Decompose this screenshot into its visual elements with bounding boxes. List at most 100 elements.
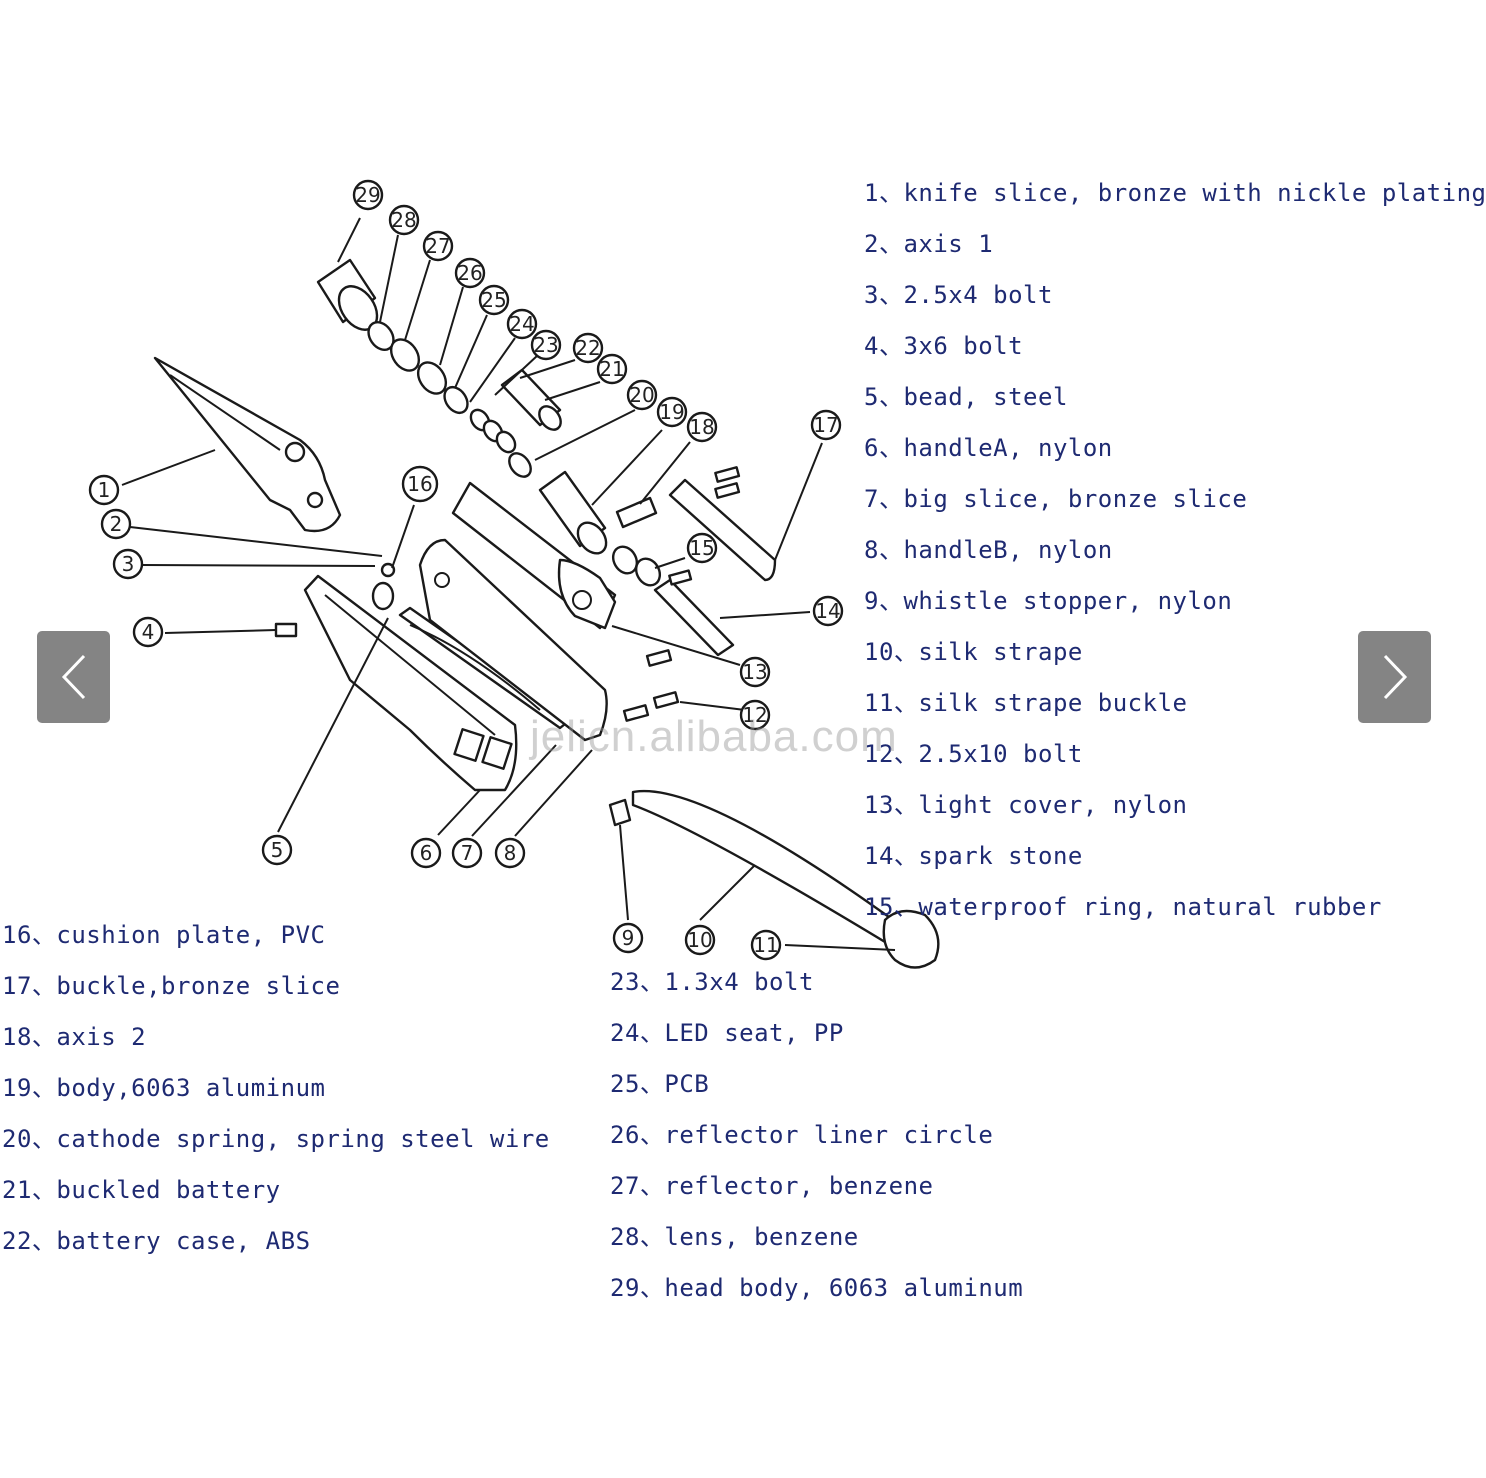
part-label-7: 7、big slice, bronze slice (864, 485, 1248, 513)
svg-text:25: 25 (481, 288, 506, 312)
battery-spring-part (508, 452, 608, 555)
silk-strap-part (631, 789, 940, 969)
spark-stone-part (653, 578, 735, 657)
callout-28: 28 (388, 204, 420, 236)
svg-text:12: 12 (742, 703, 767, 727)
svg-text:29: 29 (355, 183, 380, 207)
handle-b-part (418, 538, 608, 742)
callout-20: 20 (626, 379, 658, 411)
parts-list-right: 1、knife slice, bronze with nickle platin… (864, 168, 1486, 933)
part-label-4: 4、3x6 bolt (864, 332, 1024, 360)
svg-text:6: 6 (420, 841, 433, 865)
part-label-19: 19、body,6063 aluminum (2, 1074, 326, 1102)
part-label-18: 18、axis 2 (2, 1023, 147, 1051)
svg-text:17: 17 (813, 413, 838, 437)
svg-text:10: 10 (687, 928, 712, 952)
part-label-2: 2、axis 1 (864, 230, 994, 258)
part-label-16: 16、cushion plate, PVC (2, 921, 326, 949)
callout-15: 15 (686, 532, 718, 564)
svg-text:1: 1 (98, 478, 111, 502)
part-label-1: 1、knife slice, bronze with nickle platin… (864, 179, 1486, 207)
buckle-part (668, 478, 777, 582)
part-label-15: 15、waterproof ring, natural rubber (864, 893, 1382, 921)
callout-markers: 1 2 3 4 5 6 7 8 9 10 11 12 13 14 15 16 1… (88, 179, 844, 961)
cushion-plate-part (371, 562, 396, 611)
handle-a-part (303, 574, 518, 792)
part-label-6: 6、handleA, nylon (864, 434, 1113, 462)
part-label-23: 23、1.3x4 bolt (610, 968, 814, 996)
svg-text:19: 19 (659, 400, 684, 424)
waterproof-ring-part (611, 545, 662, 587)
callout-19: 19 (656, 396, 688, 428)
watermark: jelicn.alibaba.com (530, 712, 898, 761)
callout-8: 8 (494, 837, 526, 869)
part-label-11: 11、silk strape buckle (864, 689, 1188, 717)
callout-2: 2 (100, 508, 132, 540)
part-label-26: 26、reflector liner circle (610, 1121, 994, 1149)
callout-11: 11 (750, 929, 782, 961)
svg-text:3: 3 (122, 552, 135, 576)
part-label-25: 25、PCB (610, 1070, 710, 1098)
chevron-right-icon (1383, 654, 1407, 700)
callout-25: 25 (478, 284, 510, 316)
callout-9: 9 (612, 922, 644, 954)
svg-text:24: 24 (509, 312, 534, 336)
callout-17: 17 (810, 409, 842, 441)
callout-14: 14 (812, 595, 844, 627)
svg-text:14: 14 (815, 599, 840, 623)
parts-list-left: 16、cushion plate, PVC 17、buckle,bronze s… (2, 910, 550, 1267)
chevron-left-icon (61, 654, 85, 700)
callout-6: 6 (410, 837, 442, 869)
previous-image-button[interactable] (37, 631, 110, 723)
leader-lines (121, 217, 896, 951)
svg-text:8: 8 (504, 841, 517, 865)
callout-12: 12 (739, 699, 771, 731)
svg-text:22: 22 (575, 336, 600, 360)
parts-list-middle: 23、1.3x4 bolt 24、LED seat, PP 25、PCB 26、… (610, 957, 1023, 1314)
knife-blade-part (153, 356, 342, 533)
callout-27: 27 (422, 230, 454, 262)
svg-text:16: 16 (407, 472, 432, 496)
part-label-10: 10、silk strape (864, 638, 1083, 666)
callout-21: 21 (596, 353, 628, 385)
bolt-part (274, 466, 741, 722)
axis-2-part (615, 496, 658, 529)
svg-text:5: 5 (271, 838, 284, 862)
svg-text:27: 27 (425, 234, 450, 258)
svg-text:7: 7 (461, 841, 474, 865)
svg-text:20: 20 (629, 383, 654, 407)
part-label-28: 28、lens, benzene (610, 1223, 859, 1251)
svg-text:21: 21 (599, 357, 624, 381)
callout-5: 5 (261, 834, 293, 866)
part-label-13: 13、light cover, nylon (864, 791, 1188, 819)
part-label-20: 20、cathode spring, spring steel wire (2, 1125, 550, 1153)
light-body-part (451, 481, 617, 630)
part-label-24: 24、LED seat, PP (610, 1019, 844, 1047)
callout-7: 7 (451, 837, 483, 869)
callout-16: 16 (401, 465, 439, 503)
callout-23: 23 (530, 329, 562, 361)
svg-text:18: 18 (689, 415, 714, 439)
svg-text:28: 28 (391, 208, 416, 232)
part-label-17: 17、buckle,bronze slice (2, 972, 341, 1000)
part-label-27: 27、reflector, benzene (610, 1172, 934, 1200)
callout-26: 26 (454, 257, 486, 289)
callout-3: 3 (112, 548, 144, 580)
callout-18: 18 (686, 411, 718, 443)
callout-10: 10 (684, 924, 716, 956)
callout-4: 4 (132, 616, 164, 648)
svg-text:13: 13 (742, 660, 767, 684)
svg-text:26: 26 (457, 261, 482, 285)
whistle-stopper-part (608, 798, 632, 827)
next-image-button[interactable] (1358, 631, 1431, 723)
part-label-14: 14、spark stone (864, 842, 1083, 870)
svg-text:15: 15 (689, 536, 714, 560)
svg-text:9: 9 (622, 926, 635, 950)
svg-text:11: 11 (753, 933, 778, 957)
callout-1: 1 (88, 474, 120, 506)
callout-29: 29 (352, 179, 384, 211)
part-label-12: 12、2.5x10 bolt (864, 740, 1083, 768)
svg-text:2: 2 (110, 512, 123, 536)
part-label-29: 29、head body, 6063 aluminum (610, 1274, 1024, 1302)
